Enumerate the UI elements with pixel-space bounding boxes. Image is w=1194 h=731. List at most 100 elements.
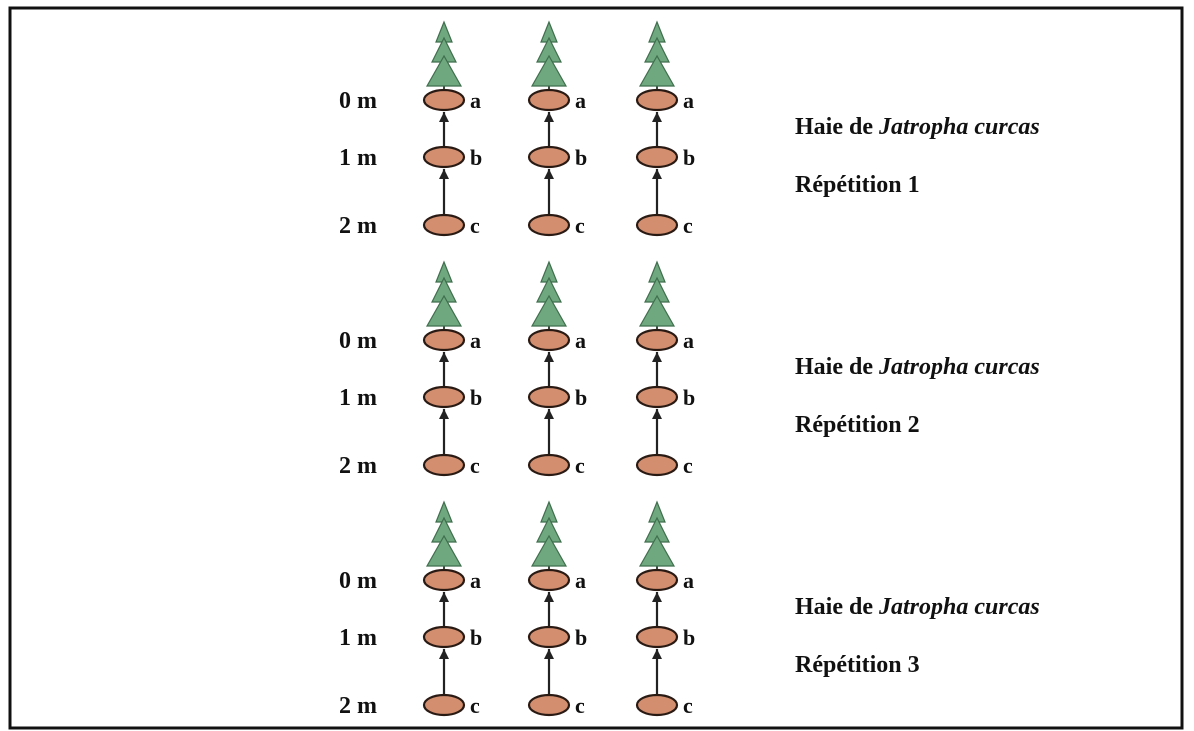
- sampling-point-letter: b: [683, 145, 695, 170]
- sampling-column-3: a b c: [635, 500, 695, 718]
- hedge-caption-species: Jatropha curcas: [878, 594, 1040, 620]
- sampling-column-2: abc: [527, 500, 587, 718]
- sampling-point-disc: [527, 88, 571, 112]
- hedge-caption-prefix: Haie de: [795, 114, 879, 140]
- arrowhead: [439, 649, 449, 659]
- sampling-point-letter: b: [575, 385, 587, 410]
- sampling-column-3: a b c: [635, 260, 695, 478]
- diagram-frame: [8, 6, 1184, 730]
- sampling-point-letter: b: [683, 625, 695, 650]
- sampling-point-disc: [527, 453, 571, 477]
- distance-label: 2 m: [339, 213, 377, 239]
- hedge-caption-species: Jatropha curcas: [878, 354, 1040, 380]
- sampling-point-letter: a: [470, 328, 481, 353]
- sampling-point-disc: [635, 145, 679, 169]
- conifer-tree-icon: [425, 20, 463, 94]
- distance-label: 0 m: [339, 328, 377, 354]
- tree-tier: [530, 534, 568, 567]
- distance-label: 2 m: [339, 453, 377, 479]
- tree-tier: [425, 534, 463, 567]
- sampling-point-disc: [422, 213, 466, 237]
- distance-label: 1 m: [339, 625, 377, 651]
- distance-label: 0 m: [339, 568, 377, 594]
- hedge-caption: Haie de Jatropha curcas: [795, 354, 1040, 380]
- sampling-point-disc: [635, 328, 679, 352]
- arrowhead: [544, 112, 554, 122]
- conifer-tree-icon: [530, 500, 568, 574]
- sampling-point-letter: a: [683, 328, 694, 353]
- sampling-point-letter: c: [683, 693, 693, 718]
- sampling-point-disc: [635, 453, 679, 477]
- sampling-point-disc: [422, 385, 466, 409]
- sampling-point-letter: a: [575, 88, 586, 113]
- sampling-point-letter: a: [470, 88, 481, 113]
- replicate-label: Répétition 3: [795, 652, 920, 678]
- sampling-point-letter: b: [470, 385, 482, 410]
- tree-tier: [425, 54, 463, 87]
- sampling-point-disc: [527, 625, 571, 649]
- sampling-point-letter: a: [470, 568, 481, 593]
- distance-label: 2 m: [339, 693, 377, 719]
- tree-tier: [638, 294, 676, 327]
- arrowhead: [544, 649, 554, 659]
- arrowhead: [652, 592, 662, 602]
- conifer-tree-icon: [425, 500, 463, 574]
- arrowhead: [544, 409, 554, 419]
- arrowhead: [439, 592, 449, 602]
- sampling-point-disc: [422, 568, 466, 592]
- sampling-point-letter: b: [470, 625, 482, 650]
- tree-tier: [425, 294, 463, 327]
- distance-label: 1 m: [339, 145, 377, 171]
- sampling-point-letter: b: [575, 145, 587, 170]
- sampling-point-letter: b: [470, 145, 482, 170]
- arrowhead: [544, 592, 554, 602]
- sampling-point-letter: a: [683, 568, 694, 593]
- sampling-point-letter: a: [683, 88, 694, 113]
- conifer-tree-icon: [425, 260, 463, 334]
- sampling-point-disc: [527, 385, 571, 409]
- distance-label: 1 m: [339, 385, 377, 411]
- tree-tier: [638, 534, 676, 567]
- sampling-column-1: a b c: [422, 500, 482, 718]
- sampling-point-letter: c: [575, 453, 585, 478]
- hedge-caption-prefix: Haie de: [795, 354, 879, 380]
- sampling-point-disc: [527, 328, 571, 352]
- sampling-point-letter: a: [575, 328, 586, 353]
- hedge-caption-species: Jatropha curcas: [878, 114, 1040, 140]
- sampling-point-disc: [635, 568, 679, 592]
- sampling-point-disc: [527, 568, 571, 592]
- arrowhead: [652, 649, 662, 659]
- conifer-tree-icon: [530, 260, 568, 334]
- sampling-point-disc: [422, 145, 466, 169]
- arrowhead: [439, 169, 449, 179]
- sampling-point-letter: c: [575, 693, 585, 718]
- sampling-point-letter: c: [470, 693, 480, 718]
- hedge-caption-prefix: Haie de: [795, 594, 879, 620]
- replicate-label: Répétition 1: [795, 172, 920, 198]
- sampling-point-letter: b: [683, 385, 695, 410]
- arrowhead: [652, 409, 662, 419]
- arrowhead: [652, 169, 662, 179]
- hedge-caption: Haie de Jatropha curcas: [795, 594, 1040, 620]
- sampling-column-1: abc: [422, 20, 482, 238]
- arrowhead: [439, 112, 449, 122]
- sampling-point-disc: [635, 385, 679, 409]
- arrowhead: [652, 112, 662, 122]
- sampling-point-disc: [422, 625, 466, 649]
- replicate-label: Répétition 2: [795, 412, 920, 438]
- sampling-point-letter: c: [683, 213, 693, 238]
- conifer-tree-icon: [638, 500, 676, 574]
- conifer-tree-icon: [530, 20, 568, 94]
- sampling-point-letter: c: [683, 453, 693, 478]
- sampling-column-2: abc: [527, 20, 587, 238]
- sampling-point-disc: [527, 213, 571, 237]
- sampling-point-disc: [635, 693, 679, 717]
- arrowhead: [439, 352, 449, 362]
- sampling-point-letter: b: [575, 625, 587, 650]
- distance-label: 0 m: [339, 88, 377, 114]
- sampling-point-disc: [635, 625, 679, 649]
